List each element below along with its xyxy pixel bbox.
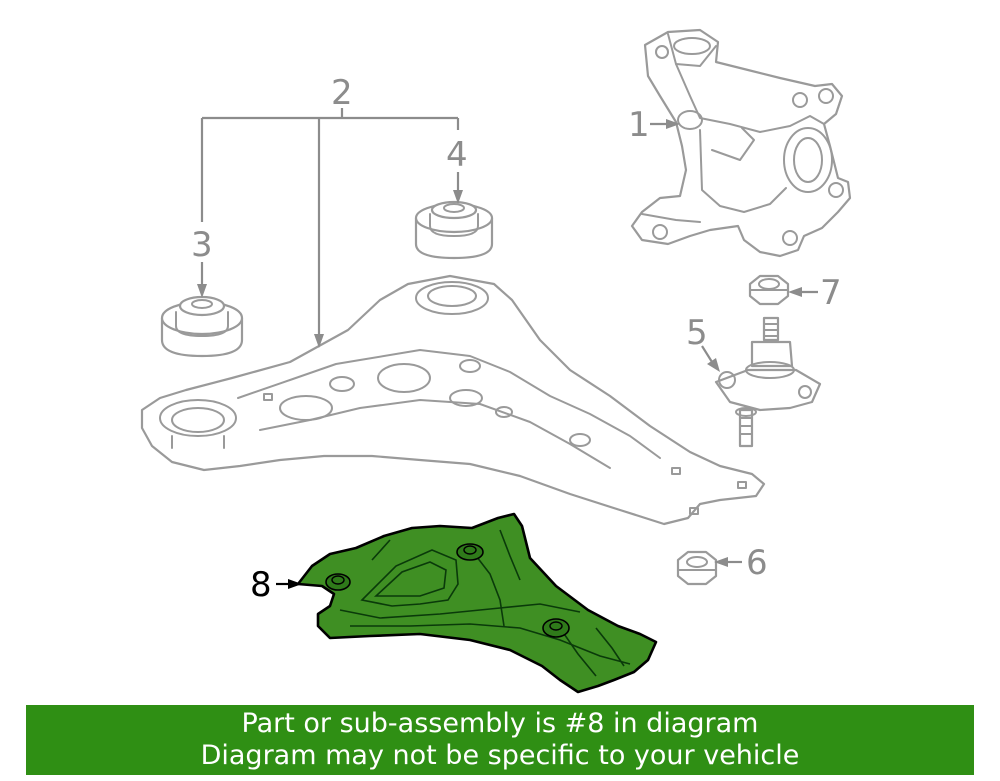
part-5-ball-joint[interactable] <box>714 316 822 448</box>
callout-8[interactable]: 8 <box>250 565 272 605</box>
part-3-bushing[interactable] <box>160 295 244 358</box>
banner-line-2: Diagram may not be specific to your vehi… <box>200 740 800 771</box>
callout-6[interactable]: 6 <box>746 543 768 583</box>
part-6-nut[interactable] <box>676 550 718 586</box>
callout-3[interactable]: 3 <box>191 225 213 265</box>
part-4-bushing[interactable] <box>414 200 494 260</box>
callout-1[interactable]: 1 <box>628 105 650 145</box>
part-1-steering-knuckle[interactable] <box>630 28 852 258</box>
part-8-under-cover[interactable] <box>296 512 658 694</box>
callout-5[interactable]: 5 <box>686 313 708 353</box>
callout-2[interactable]: 2 <box>331 73 353 113</box>
callout-4[interactable]: 4 <box>446 135 468 175</box>
callout-7[interactable]: 7 <box>820 273 842 313</box>
banner-line-1: Part or sub-assembly is #8 in diagram <box>241 708 759 739</box>
part-7-nut[interactable] <box>748 274 790 306</box>
info-banner: Part or sub-assembly is #8 in diagram Di… <box>26 705 974 775</box>
leader-lines <box>197 108 818 589</box>
part-2-lower-control-arm[interactable] <box>140 274 766 526</box>
